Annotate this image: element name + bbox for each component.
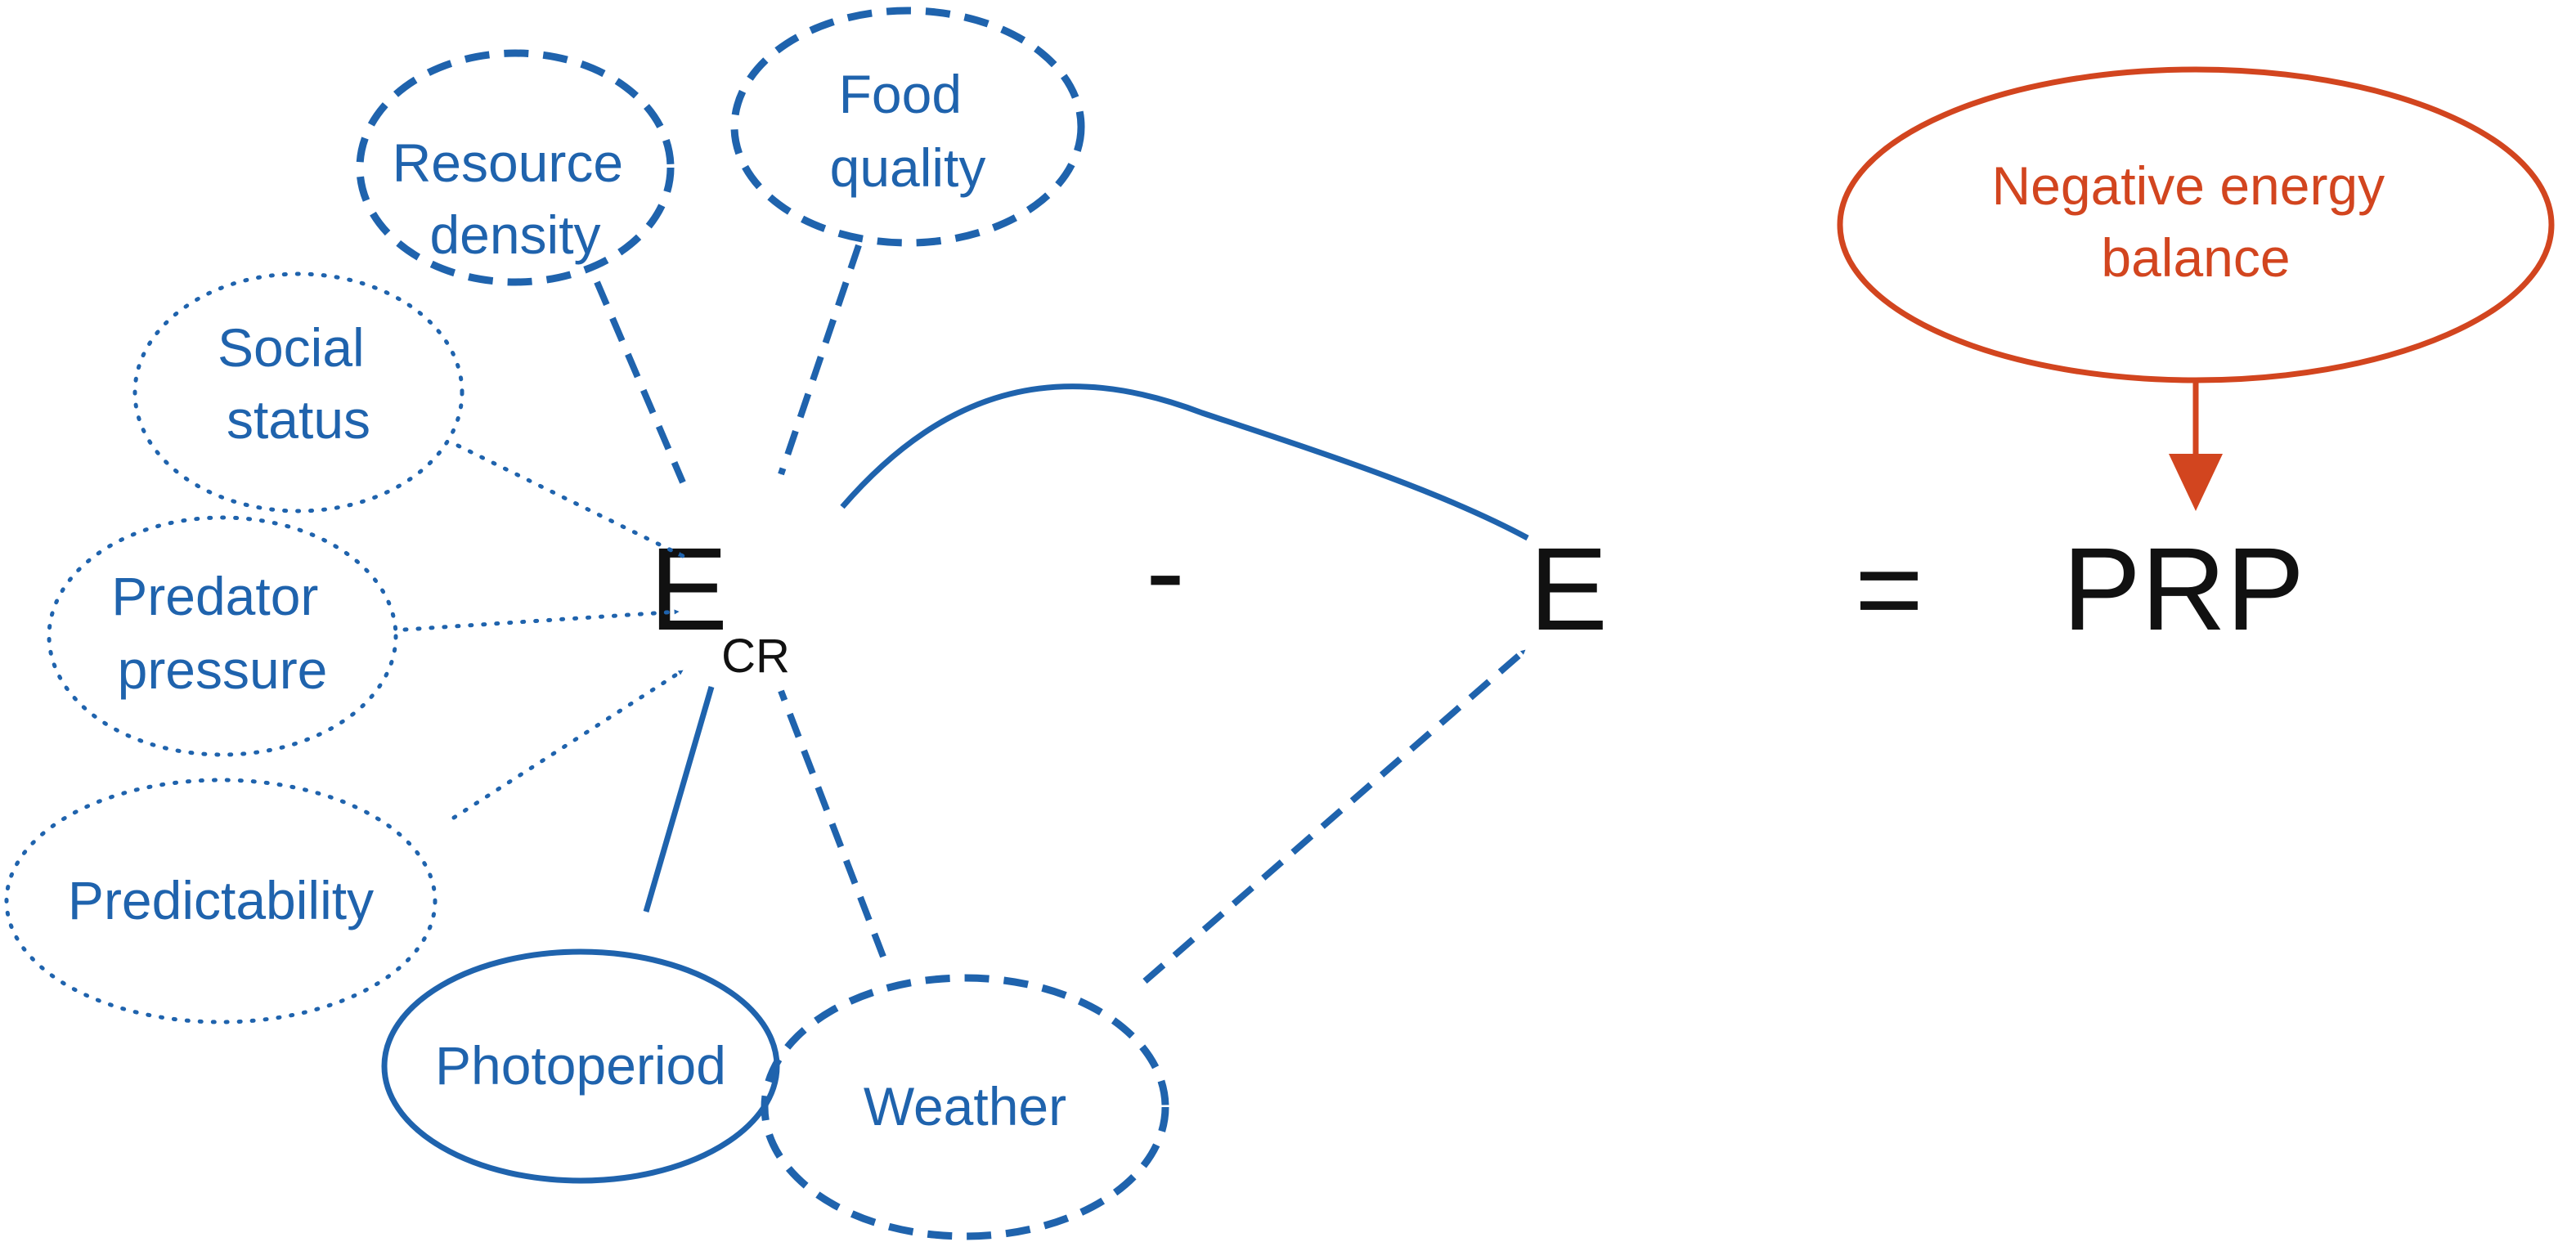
resource-density-line1: Resource [393,132,623,193]
e-symbol: E [1529,523,1608,655]
arrow-photoperiod-to-ecr [643,686,715,912]
social-status-node [132,271,464,513]
resource-density-line2: density [429,204,600,265]
arrow-weather-to-ecr [778,689,886,958]
prp-symbol: PRP [2062,523,2304,655]
food-quality-node [730,7,1085,247]
negative-energy-balance-line1: Negative energy [1992,155,2385,216]
arrow-negative-energy-balance-to-prp-head [2169,454,2223,511]
predator-pressure-line1: Predator [111,566,318,626]
arrow-social-status-to-ecr [456,443,685,558]
predictability-label: Predictability [68,870,374,930]
minus-sign: - [1146,505,1185,637]
weather-label: Weather [864,1076,1066,1137]
svg-text:Social status: Social status [218,317,379,450]
svg-text:Predator pressure: Predator pressure [111,566,333,700]
ecr-main-letter: E [649,523,728,655]
arrow-ecr-to-e [840,383,1529,541]
svg-text:Resource density: Resource density [393,132,639,265]
ecr-subscript: CR [721,630,790,683]
photoperiod-label: Photoperiod [435,1035,726,1096]
arrow-resource-density-to-ecr [594,280,686,484]
predictability-node [4,778,438,1025]
social-status-line2: status [227,389,370,450]
weather-node [761,974,1169,1240]
arrow-food-quality-to-ecr [778,244,862,476]
arrow-predictability-to-ecr [451,668,685,820]
predator-pressure-line2: pressure [118,639,328,700]
negative-energy-balance-node [1837,66,2555,383]
svg-text:Food quality: Food quality [830,64,986,198]
social-status-line1: Social [218,317,365,378]
negative-energy-balance-line2: balance [2101,227,2290,288]
food-quality-line1: Food [839,64,962,124]
predator-pressure-node [47,515,398,757]
equals-sign: = [1855,523,1923,655]
arrow-weather-to-e [1142,647,1528,984]
resource-density-node [356,49,675,286]
food-quality-line2: quality [830,137,986,198]
svg-text:Negative energy balance: Negative energy balance [1992,155,2400,288]
arrow-predator-pressure-to-ecr [402,609,681,632]
